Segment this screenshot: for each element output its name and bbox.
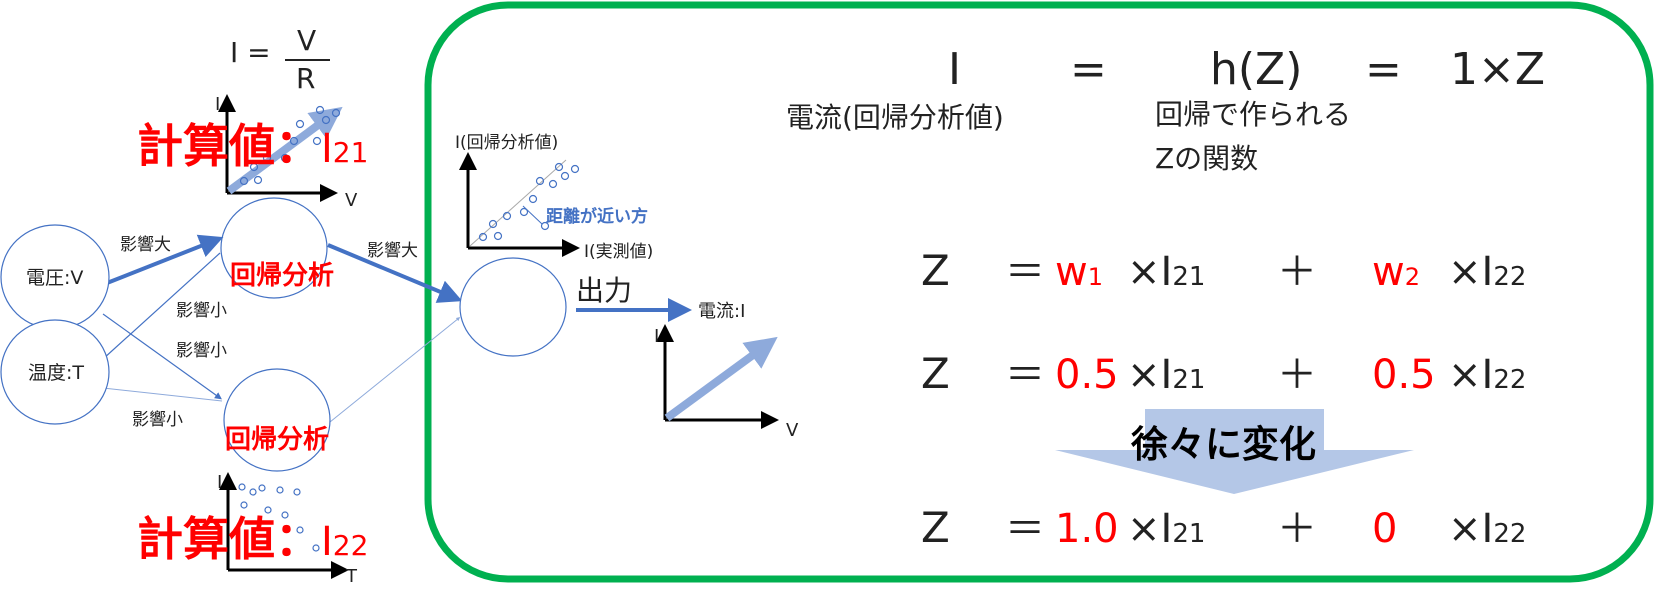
eq-plus: ＋ [1277,506,1317,552]
eq-z: Z [921,349,950,398]
eq-coef-2: w2 [1372,249,1420,295]
eq-coef-1: 1.0 [1055,506,1119,552]
edge-label-t-top: 影響小 [176,301,227,321]
distance-annotation: 距離が近い方 [546,206,648,227]
gradual-change-label: 徐々に変化 [1130,423,1316,466]
equation-row: Z ＝1.0×I21 ＋ 0 ×I22 [921,503,1526,552]
eq-coef-1: w1 [1055,249,1103,295]
eq-coef-2: 0 [1372,506,1397,552]
node-voltage-label: 電圧:V [26,267,83,289]
equation-row: Z＝0.5×I21＋0.5×I22 [921,349,1526,398]
formula-mid-note-2: Zの関数 [1155,142,1258,175]
eq-term-1: ×I21 [1127,352,1205,398]
eq-plus: ＋ [1277,352,1317,398]
output-chart-y-label: I [654,326,659,347]
edge-t-to-bottom [102,387,223,402]
eq-equals: ＝ [1005,352,1045,398]
gradual-change-arrow [1055,409,1414,494]
edge-top-to-center [327,243,463,303]
node-combiner [459,257,567,357]
eq-term-2: ×I22 [1448,249,1526,295]
ohm-formula: I = V R [230,24,330,95]
eq-plus: ＋ [1277,249,1317,295]
chart-bottom-x-label: T [345,566,358,587]
scatter-x-label: I(実測値) [584,242,653,262]
node-regression-top-label: 回帰分析 [230,261,334,291]
eq-term-1: ×I21 [1127,249,1205,295]
chart-top-x-label: V [345,190,358,211]
eq-coef-1: 0.5 [1055,352,1119,398]
output-target-label: 電流:I [698,301,745,322]
formula-lhs-note: 電流(回帰分析値) [786,101,1004,134]
eq-term-1: ×I21 [1127,506,1205,552]
formula-lhs: I [948,44,961,95]
scatter-y-label: I(回帰分析値) [455,133,558,153]
edge-t-to-top [102,252,221,360]
ohm-numerator: V [297,24,316,57]
ohm-lhs: I = [230,36,271,69]
eq-z: Z [921,246,950,295]
formula-mid: h(Z) [1210,44,1302,95]
node-temperature-label: 温度:T [28,362,84,384]
edge-v-to-top [106,234,224,285]
node-temperature [0,319,110,425]
output-formula: I = h(Z) = 1×Z [948,44,1545,95]
model-frame [424,1,1654,583]
eq-equals: ＝ [1005,249,1045,295]
formula-eq2: = [1365,44,1402,95]
chart-top-iv: I V [215,94,358,211]
chart-bottom-it: I T [217,472,358,587]
node-regression-top [220,197,328,299]
chart-top-y-label: I [215,94,220,115]
scatter-regression-vs-actual: I(回帰分析値) I(実測値) 距離が近い方 [455,133,653,262]
calc-value-i21: 計算値：I21 [137,119,368,173]
formula-rhs: 1×Z [1450,44,1545,95]
chart-bottom-y-label: I [217,472,222,493]
eq-z: Z [921,503,950,552]
edge-label-t-bottom: 影響小 [132,410,183,430]
output-chart: I V [654,324,799,441]
output-label: 出力 [576,274,632,307]
node-regression-bottom [223,368,331,472]
formula-eq1: = [1070,44,1107,95]
edge-label-v-bottom: 影響小 [176,341,227,361]
edge-bottom-to-center [329,317,461,423]
eq-term-2: ×I22 [1448,352,1526,398]
output-chart-x-label: V [786,420,799,441]
ohm-denominator: R [296,62,315,95]
eq-term-2: ×I22 [1448,506,1526,552]
formula-mid-note-1: 回帰で作られる [1155,98,1351,131]
equation-row: Z ＝w1 ×I21 ＋ w2 ×I22 [921,246,1526,295]
calc-value-i22: 計算値：I22 [137,512,368,566]
node-regression-bottom-label: 回帰分析 [225,425,329,455]
edge-label-v-top: 影響大 [120,235,171,255]
eq-equals: ＝ [1005,506,1045,552]
eq-coef-2: 0.5 [1372,352,1436,398]
edge-label-top-center: 影響大 [367,241,418,261]
edge-v-to-bottom [102,313,222,400]
